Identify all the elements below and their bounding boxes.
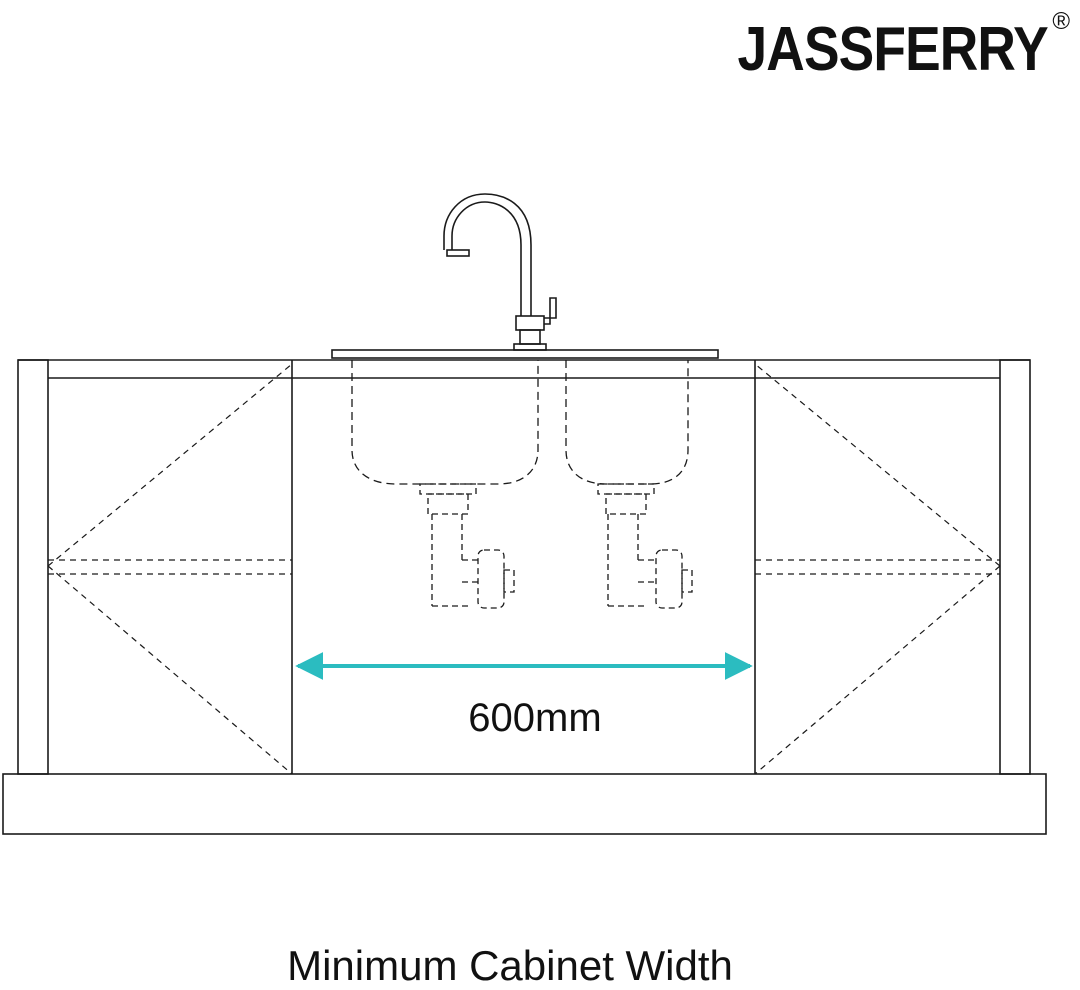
cabinet-right: [754, 359, 1031, 775]
dimension-label: 600mm: [468, 696, 602, 740]
cabinet-plinth: [2, 773, 1047, 835]
brand-name: JASSFERRY: [737, 15, 1049, 84]
brand-logo: JASSFERRY ®: [700, 8, 1070, 88]
door-swing-right: [754, 363, 1001, 775]
door-swing-left: [47, 363, 293, 775]
waste-trap-right: [597, 483, 693, 609]
cabinet-left: [17, 359, 293, 775]
faucet-icon: [443, 193, 557, 351]
waste-trap-left: [419, 483, 515, 609]
registered-mark: ®: [1052, 8, 1070, 35]
worktop: [18, 349, 1030, 379]
sink-cabinet-diagram: [2, 193, 1047, 835]
diagram-caption: Minimum Cabinet Width: [287, 942, 733, 989]
